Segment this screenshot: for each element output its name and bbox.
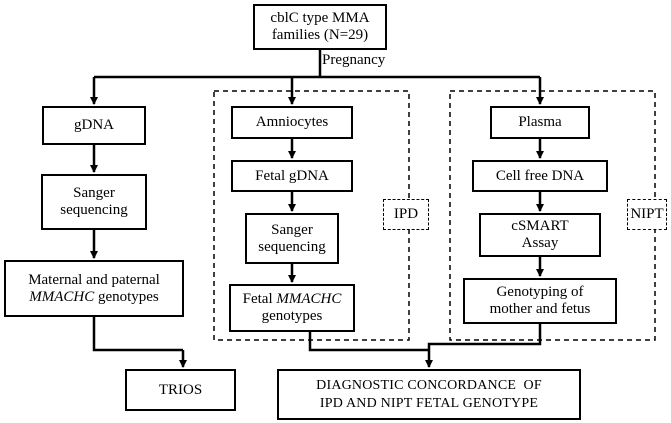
cell-free-dna-label: Cell free DNA	[495, 167, 585, 184]
gdna-label: gDNA	[74, 117, 114, 133]
fetal-sanger-box: Sanger sequencing	[245, 213, 339, 264]
connector-nipt-merge	[427, 324, 542, 350]
parental-gene-name: MMACHC	[29, 288, 95, 305]
parental-genotypes-line1: Maternal and paternal	[28, 271, 160, 288]
plasma-label: Plasma	[518, 114, 562, 130]
genotyping-box: Genotyping of mother and fetus	[463, 278, 617, 324]
amniocytes-box: Amniocytes	[231, 106, 353, 139]
fetal-genotypes-box: Fetal MMACHC genotypes	[229, 284, 355, 332]
parental-genotypes-box: Maternal and paternal MMACHC genotypes	[4, 260, 184, 317]
fetal-genotypes-line2: genotypes	[261, 308, 323, 324]
parental-genotypes-line2: MMACHC genotypes	[29, 289, 159, 306]
genotyping-line2: mother and fetus	[489, 301, 591, 317]
concordance-line1: DIAGNOSTIC CONCORDANCE OF	[316, 377, 542, 393]
pregnancy-label: Pregnancy	[322, 52, 386, 68]
fetal-genotypes-line1: Fetal MMACHC	[243, 291, 342, 308]
plasma-box: Plasma	[490, 106, 590, 139]
nipt-group-frame	[449, 90, 656, 341]
trios-box: TRIOS	[125, 369, 236, 411]
csmart-assay-line1: cSMART	[511, 218, 569, 234]
connector-parental-merge	[92, 317, 183, 352]
connector-fetal-merge	[308, 332, 429, 352]
genotyping-line1: Genotyping of	[496, 284, 584, 300]
csmart-assay-line2: Assay	[521, 235, 559, 251]
gdna-box: gDNA	[42, 106, 146, 145]
cell-free-dna-box: Cell free DNA	[472, 160, 608, 192]
fetal-sanger-line2: sequencing	[258, 238, 326, 255]
csmart-assay-box: cSMART Assay	[479, 213, 601, 257]
fetal-gdna-label: Fetal gDNA	[255, 167, 329, 184]
cblc-families-box: cblC type MMA families (N=29)	[253, 4, 387, 50]
concordance-line2: IPD AND NIPT FETAL GENOTYPE	[319, 395, 539, 411]
fetal-sanger-line1: Sanger	[271, 221, 313, 238]
cblc-families-line1: cblC type MMA	[270, 10, 370, 26]
concordance-box: DIAGNOSTIC CONCORDANCE OF IPD AND NIPT F…	[277, 369, 581, 420]
fetal-gdna-box: Fetal gDNA	[231, 160, 353, 192]
cblc-families-line2: families (N=29)	[271, 27, 369, 43]
trios-label: TRIOS	[158, 381, 203, 398]
parental-sanger-box: Sanger sequencing	[41, 174, 147, 230]
fetal-gene-name: MMACHC	[276, 291, 342, 307]
fetal-genotypes-prefix: Fetal	[242, 291, 277, 307]
amniocytes-label: Amniocytes	[255, 114, 329, 130]
parental-genotypes-suffix: genotypes	[94, 288, 159, 305]
parental-sanger-line2: sequencing	[60, 202, 128, 218]
nipt-label: NIPT	[627, 199, 667, 230]
ipd-label: IPD	[383, 199, 429, 230]
parental-sanger-line1: Sanger	[73, 185, 115, 201]
